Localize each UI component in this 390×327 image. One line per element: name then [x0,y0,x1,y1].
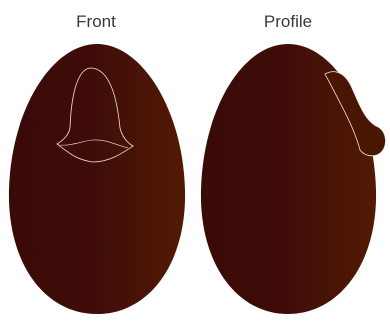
profile-view [201,44,386,314]
front-egg-shape [9,44,185,314]
front-view [9,44,185,314]
